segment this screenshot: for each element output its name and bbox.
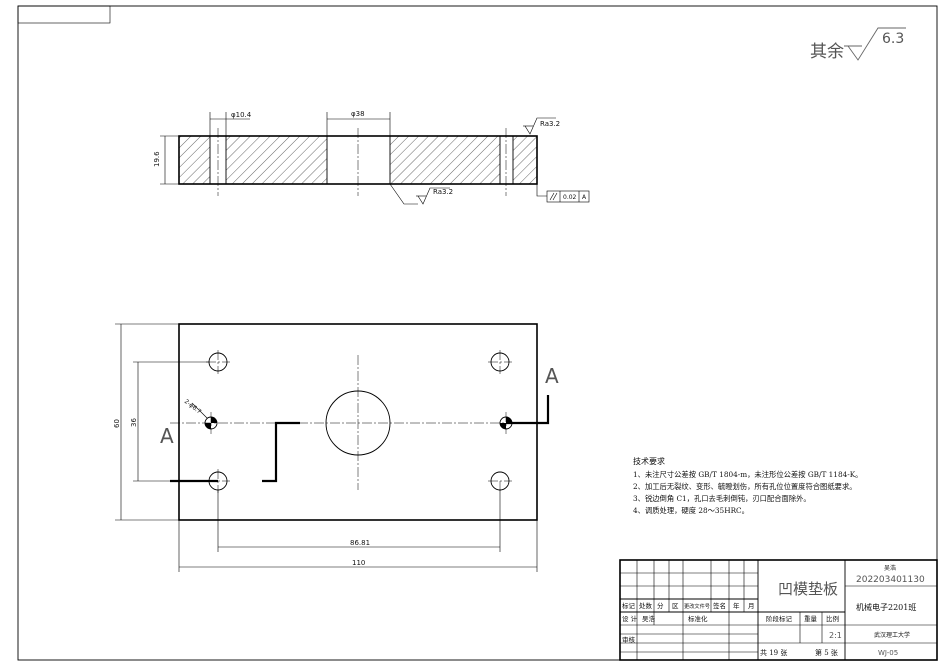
svg-text:年: 年 — [733, 601, 740, 610]
drawing-border — [17, 5, 938, 661]
dim-hole-spacing: 86.81 — [350, 539, 370, 547]
tolerance-value: 0.02 — [563, 194, 577, 201]
tolerance-frame — [546, 190, 590, 203]
stage-label: 阶段标记 — [766, 614, 793, 623]
parallelism-icon — [549, 192, 555, 201]
class-name: 机械电子2201班 — [856, 602, 916, 612]
technical-requirements: 技术要求 1、未注尺寸公差按 GB/T 1804-m，未注形位公差按 GB/T … — [633, 456, 862, 515]
roughness-symbol-bottom — [417, 187, 450, 205]
section-line-right — [506, 395, 550, 425]
dim-thickness: 19.6 — [153, 151, 161, 167]
roughness-bottom: Ra3.2 — [433, 188, 453, 196]
school-name: 武汉理工大学 — [874, 631, 910, 639]
scale-label: 比例 — [826, 614, 839, 623]
row-standard: 标准化 — [688, 614, 708, 623]
svg-text:区: 区 — [672, 602, 679, 610]
section-view: φ10.4 φ38 19.6 Ra3.2 Ra3.2 0.02 A — [153, 110, 590, 205]
center-hole — [325, 390, 391, 456]
section-hatch-4 — [513, 136, 537, 184]
section-label-right: A — [545, 364, 559, 388]
tech-req-title: 技术要求 — [633, 456, 665, 466]
scale-value: 2:1 — [829, 631, 842, 640]
section-hatch-2 — [226, 136, 327, 184]
dim-height: 60 — [113, 419, 121, 428]
tech-req-item: 1、未注尺寸公差按 GB/T 1804-m，未注形位公差按 GB/T 1184-… — [633, 470, 862, 479]
tech-req-item: 2、加工后无裂纹、变形、毓瞪划伤，所有孔位位置度符合图纸要求。 — [633, 482, 857, 491]
section-hatch-3 — [390, 136, 500, 184]
corner-label-box — [17, 5, 111, 24]
section-line-mid — [262, 421, 300, 483]
dim-width: 110 — [352, 559, 365, 567]
title-block: 标记 处数 分 区 更改文件号 签名 年 月 设 计 吴浩 标准化 审核 凹模垫… — [619, 559, 938, 661]
dim-inner-height: 36 — [130, 418, 138, 427]
roughness-top: Ra3.2 — [540, 120, 560, 128]
total-sheets: 共 19 张 — [760, 648, 787, 657]
dim-hole-callout: 2-φ6.7 — [183, 398, 203, 416]
tolerance-leader — [536, 184, 547, 197]
designer: 吴浩 — [642, 614, 656, 623]
roughness-symbol-top — [524, 117, 556, 135]
designer-name: 吴浩 — [884, 564, 896, 572]
section-label-left: A — [160, 424, 174, 448]
weight-label: 重量 — [804, 615, 818, 623]
surface-roughness-note: 其余 6.3 — [810, 27, 906, 62]
part-name: 凹模垫板 — [778, 580, 838, 598]
section-hatch-1 — [179, 136, 210, 184]
svg-text:更改文件号: 更改文件号 — [684, 602, 710, 610]
row-review: 审核 — [622, 635, 636, 644]
surface-note-value: 6.3 — [882, 31, 904, 47]
roughness-leader — [389, 183, 418, 205]
svg-text:月: 月 — [748, 602, 755, 610]
tech-req-item: 4、调质处理，硬度 28～35HRC。 — [633, 506, 749, 515]
dim-small-hole: φ10.4 — [231, 111, 252, 119]
svg-text:签名: 签名 — [713, 601, 726, 610]
student-id: 202203401130 — [856, 575, 925, 585]
tolerance-datum: A — [582, 194, 587, 201]
svg-text:处数: 处数 — [639, 601, 653, 610]
tech-req-item: 3、锐边倒角 C1，孔口去毛刺倒钝，刃口配合面除外。 — [633, 494, 811, 503]
sheet-no: 第 5 张 — [815, 648, 838, 657]
surface-note-prefix: 其余 — [810, 42, 844, 62]
svg-text:标记: 标记 — [622, 601, 636, 610]
roughness-symbol-large — [847, 27, 906, 61]
drawing-no: WJ-05 — [878, 649, 898, 657]
svg-text:分: 分 — [657, 601, 664, 610]
dim-center-hole: φ38 — [351, 110, 365, 118]
plan-view: 2-φ6.7 A A 60 36 86.81 110 — [113, 323, 559, 572]
row-design: 设 计 — [622, 614, 638, 623]
